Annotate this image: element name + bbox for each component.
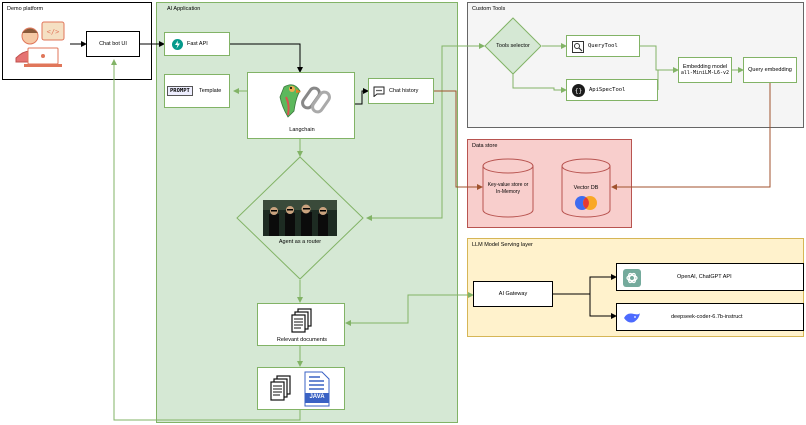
fastapi-icon <box>172 39 183 50</box>
openai-logo-icon <box>623 269 641 287</box>
chatbot-ui-label: Chat bot UI <box>99 41 127 47</box>
output-code-node: JAVA <box>257 367 345 410</box>
embedding-model-name: all-MiniLM-L6-v2 <box>680 70 730 76</box>
apispectool-node: {} ApiSpecTool <box>566 79 658 101</box>
relevant-documents-node: Relevant documents <box>257 303 345 346</box>
arrow-queryembedding-to-vectordb <box>611 82 771 190</box>
arrow-langchain-to-chathistory <box>355 88 369 105</box>
fastapi-node: Fast API <box>164 32 230 56</box>
vector-db-logo-icon <box>574 194 598 212</box>
prompt-badge-icon: PROMPT <box>167 86 193 96</box>
svg-text:</>: </> <box>47 28 60 36</box>
tools-selector-node: Tools selector <box>484 17 542 75</box>
agent-router-node: Agent as a router <box>236 156 364 280</box>
relevant-documents-label: Relevant documents <box>276 337 328 343</box>
api-spec-icon: {} <box>572 84 585 97</box>
kv-store-cylinder: Key-value store or In-Memory <box>482 158 534 218</box>
arrow-output-to-chatbot <box>111 59 301 421</box>
kv-store-label-2: In-Memory <box>496 189 520 195</box>
arrow-agent-tools-selector <box>366 43 485 221</box>
apispectool-label: ApiSpecTool <box>589 87 626 93</box>
template-label: Template <box>199 88 222 94</box>
arrow-querytool-to-embedding <box>640 45 679 73</box>
querytool-node: QueryTool <box>566 35 640 57</box>
query-embedding-label: Query embedding <box>748 67 792 73</box>
langchain-label: Langchain <box>289 127 315 133</box>
custom-tools-label: Custom Tools <box>472 6 506 12</box>
agent-router-label: Agent as a router <box>278 239 322 245</box>
chat-history-label: Chat history <box>389 88 419 94</box>
deepseek-node: deepseek-coder-6.7b-instruct <box>616 303 804 331</box>
output-documents-icon <box>270 375 292 403</box>
query-embedding-node: Query embedding <box>743 57 797 83</box>
template-node: PROMPT Template <box>164 74 230 108</box>
llm-serving-label: LLM Model Serving layer <box>472 242 533 248</box>
deepseek-whale-icon <box>623 311 641 325</box>
chat-history-node: Chat history <box>368 78 434 104</box>
vector-db-label: Vector DB <box>573 185 599 191</box>
embedding-model-label: Embedding model <box>682 64 728 70</box>
agent-matrix-image-icon <box>263 200 337 236</box>
ai-gateway-node: AI Gateway <box>473 281 553 307</box>
java-badge-text: JAVA <box>309 394 325 400</box>
vector-db-cylinder: Vector DB <box>561 158 611 218</box>
arrow-fastapi-to-langchain <box>230 43 303 73</box>
svg-text:{}: {} <box>575 88 582 95</box>
deepseek-label: deepseek-coder-6.7b-instruct <box>671 314 743 320</box>
arrow-gateway-to-openai <box>553 274 617 295</box>
arrow-gateway-to-deepseek <box>589 294 617 319</box>
arrow-docs-ai-gateway <box>345 292 474 326</box>
search-doc-icon <box>572 41 584 53</box>
java-file-icon: JAVA <box>304 371 330 407</box>
ai-gateway-label: AI Gateway <box>498 291 528 297</box>
ai-application-label: AI Application <box>167 6 201 12</box>
chat-bubble-icon <box>373 86 385 98</box>
openai-node: OpenAI, ChatGPT API <box>616 263 804 291</box>
embedding-model-node: Embedding model all-MiniLM-L6-v2 <box>678 57 732 83</box>
kv-store-label-1: Key-value store or <box>487 182 529 188</box>
langchain-node: Langchain <box>247 72 355 139</box>
arrow-chathistory-to-kvstore <box>434 90 483 190</box>
openai-label: OpenAI, ChatGPT API <box>677 274 732 280</box>
querytool-label: QueryTool <box>588 43 618 49</box>
langchain-parrot-icon <box>272 81 332 119</box>
arrow-selector-to-apispectool <box>512 74 567 93</box>
tools-selector-label: Tools selector <box>496 43 530 49</box>
fastapi-label: Fast API <box>187 41 208 47</box>
chatbot-ui-node: Chat bot UI <box>86 31 140 57</box>
documents-stack-icon <box>291 308 313 334</box>
demo-platform-label: Demo platform <box>7 6 44 12</box>
developer-avatar-icon: </> <box>12 18 70 70</box>
